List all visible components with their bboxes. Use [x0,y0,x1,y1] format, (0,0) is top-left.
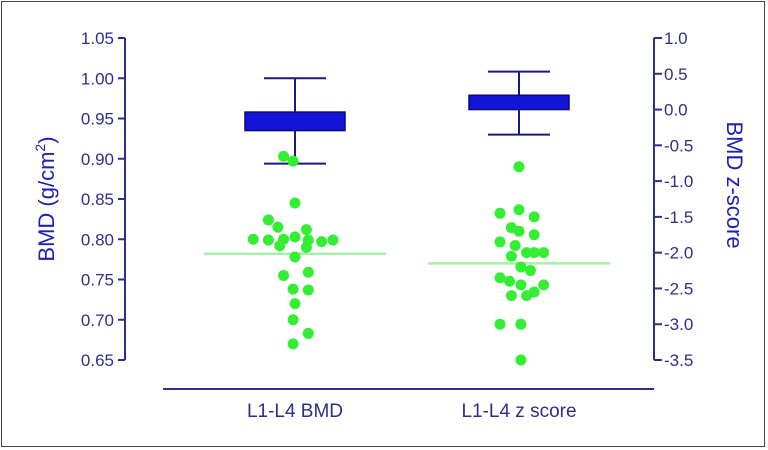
data-point [287,283,299,295]
data-point [247,233,259,245]
left-axis-title: BMD (g/cm2) [32,136,59,261]
left-tick-label: 0.95 [81,110,114,129]
box-rect [244,111,346,132]
data-point [521,247,533,259]
category-label: L1-L4 z score [461,401,576,422]
data-point [515,279,527,291]
left-tick-label: 0.85 [81,190,114,209]
right-tick-label: -3.5 [664,351,693,370]
right-tick-label: -1.0 [664,172,693,191]
right-tick-label: -2.0 [664,244,693,263]
data-point [302,266,314,278]
right-tick-label: -0.5 [664,136,693,155]
data-point [302,284,314,296]
right-tick-label: 1.0 [664,29,688,48]
left-tick-label: 0.75 [81,271,114,290]
data-point [300,241,312,253]
left-axis-title-close: ) [34,136,59,143]
left-tick-label: 0.90 [81,150,114,169]
data-point [274,240,286,252]
data-point [289,251,301,263]
right-tick-label: 0.0 [664,101,688,120]
data-point [287,338,299,350]
left-axis-title-superscript: 2 [32,144,48,152]
data-point [521,290,533,302]
data-point [505,250,517,262]
category-label: L1-L4 BMD [247,401,343,422]
right-tick-label: -1.5 [664,208,693,227]
data-point [504,275,515,287]
data-point [494,207,506,219]
data-point [289,298,301,310]
data-point [302,327,314,339]
data-point [509,240,521,252]
left-tick-label: 0.80 [81,230,114,249]
box-rect [468,94,570,111]
data-point [513,225,525,237]
data-point [515,261,527,273]
data-point [494,236,506,248]
data-point [524,265,536,277]
data-point [538,247,550,259]
data-point [327,234,339,246]
right-tick-label: -2.5 [664,279,693,298]
data-point [316,236,328,248]
right-tick-label: 0.5 [664,65,688,84]
data-point [538,279,550,291]
data-point [262,214,274,226]
left-tick-label: 0.65 [81,351,114,370]
data-point [300,224,312,236]
data-point [278,150,290,162]
data-point [505,290,517,302]
data-point [289,231,301,243]
data-point [528,247,540,259]
data-point [513,161,525,173]
data-point [278,269,290,281]
data-point [494,272,506,284]
right-tick-label: -3.0 [664,315,693,334]
left-tick-label: 1.05 [81,29,114,48]
data-point [513,204,525,216]
data-point [528,211,540,223]
right-axis-title: BMD z-score [722,121,747,248]
data-point [494,318,506,330]
left-axis-title-main: BMD (g/cm [34,152,59,262]
data-point [262,234,274,246]
data-point [272,221,284,233]
left-tick-label: 1.00 [81,69,114,88]
left-tick-label: 0.70 [81,311,114,330]
data-point [287,314,299,326]
data-point [515,354,527,366]
data-point [287,155,299,167]
data-point [289,197,301,209]
data-point [528,229,540,241]
data-point [515,318,527,330]
